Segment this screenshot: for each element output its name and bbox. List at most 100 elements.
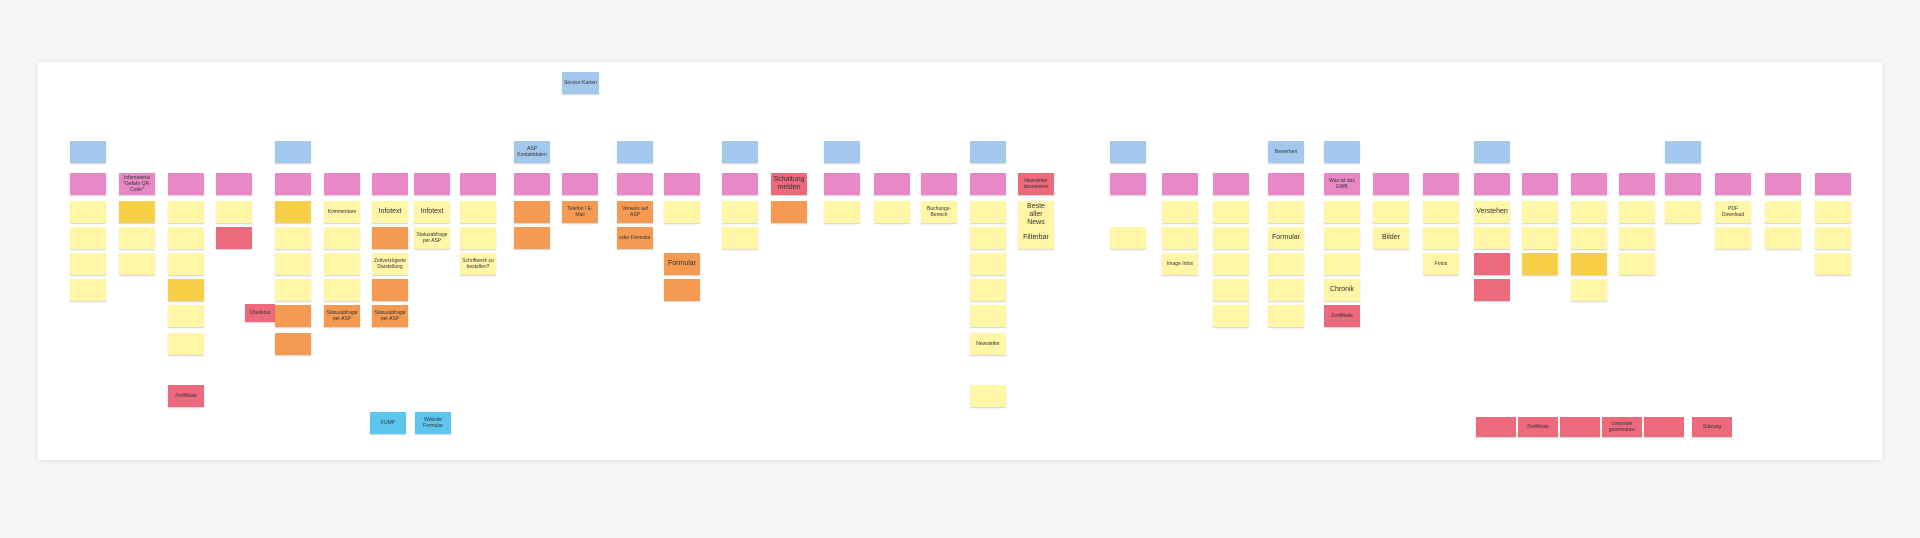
sticky-note[interactable]	[1268, 305, 1304, 327]
sticky-note[interactable]: Statusabfrage per ASP	[324, 305, 360, 327]
sticky-note[interactable]	[874, 201, 910, 223]
sticky-note[interactable]: Schriftwerk zu bestellen?	[460, 253, 496, 275]
sticky-note[interactable]	[970, 385, 1006, 407]
sticky-note[interactable]	[1213, 279, 1249, 301]
sticky-note[interactable]	[70, 201, 106, 223]
sticky-note[interactable]	[1324, 253, 1360, 275]
sticky-note[interactable]: ASP Kontaktdaten	[514, 141, 550, 163]
sticky-note[interactable]	[1522, 227, 1558, 249]
sticky-note[interactable]	[1815, 227, 1851, 249]
sticky-note[interactable]	[168, 279, 204, 301]
sticky-note[interactable]	[1522, 173, 1558, 195]
sticky-note[interactable]: Zertifikate	[168, 385, 204, 407]
sticky-note[interactable]	[514, 173, 550, 195]
sticky-note[interactable]	[1110, 173, 1146, 195]
sticky-note[interactable]	[1213, 201, 1249, 223]
sticky-note[interactable]	[460, 227, 496, 249]
sticky-note[interactable]	[664, 201, 700, 223]
sticky-note[interactable]	[1571, 253, 1607, 275]
sticky-note[interactable]: Chronik	[1324, 279, 1360, 301]
sticky-note[interactable]	[722, 173, 758, 195]
sticky-note[interactable]	[1474, 227, 1510, 249]
sticky-note[interactable]: Satzung	[1692, 417, 1732, 437]
sticky-note[interactable]	[372, 227, 408, 249]
sticky-note[interactable]	[1162, 173, 1198, 195]
sticky-note[interactable]	[1765, 227, 1801, 249]
sticky-note[interactable]: Statusabfrage per ASP	[372, 305, 408, 327]
sticky-note[interactable]	[771, 201, 807, 223]
sticky-note[interactable]: Image Infos	[1162, 253, 1198, 275]
sticky-note[interactable]	[1522, 201, 1558, 223]
sticky-note[interactable]: Statusabfrage per ASP	[414, 227, 450, 249]
sticky-note[interactable]	[119, 201, 155, 223]
sticky-note[interactable]	[1423, 201, 1459, 223]
sticky-note[interactable]	[70, 227, 106, 249]
sticky-note[interactable]	[216, 227, 252, 249]
sticky-note[interactable]	[1765, 201, 1801, 223]
sticky-note[interactable]	[275, 141, 311, 163]
sticky-note[interactable]	[168, 201, 204, 223]
sticky-note[interactable]	[70, 141, 106, 163]
sticky-note[interactable]	[970, 227, 1006, 249]
sticky-note[interactable]: Fotos	[1423, 253, 1459, 275]
sticky-note[interactable]	[1213, 227, 1249, 249]
sticky-note[interactable]	[1268, 253, 1304, 275]
sticky-note[interactable]	[1213, 173, 1249, 195]
sticky-note[interactable]	[1474, 141, 1510, 163]
sticky-note[interactable]	[1715, 227, 1751, 249]
sticky-note[interactable]: Zertifikate	[1518, 417, 1558, 437]
sticky-note[interactable]	[1815, 201, 1851, 223]
sticky-note[interactable]: PDF Download	[1715, 201, 1751, 223]
sticky-note[interactable]	[70, 279, 106, 301]
sticky-note[interactable]	[1715, 173, 1751, 195]
sticky-note[interactable]	[1765, 173, 1801, 195]
sticky-note[interactable]	[1560, 417, 1600, 437]
sticky-note[interactable]	[372, 279, 408, 301]
sticky-note[interactable]	[460, 173, 496, 195]
sticky-note[interactable]	[824, 141, 860, 163]
sticky-note[interactable]	[1268, 279, 1304, 301]
sticky-note[interactable]	[1162, 201, 1198, 223]
sticky-note[interactable]	[1474, 253, 1510, 275]
sticky-note[interactable]	[216, 201, 252, 223]
sticky-note[interactable]: Checkout	[245, 304, 275, 322]
sticky-note[interactable]: Was ist das EWB	[1324, 173, 1360, 195]
sticky-note[interactable]	[1619, 201, 1655, 223]
sticky-note[interactable]	[1619, 173, 1655, 195]
sticky-note[interactable]	[1571, 173, 1607, 195]
sticky-note[interactable]	[1522, 253, 1558, 275]
sticky-note[interactable]	[372, 173, 408, 195]
sticky-note[interactable]	[275, 333, 311, 355]
sticky-note[interactable]: Zertifikate	[1324, 305, 1360, 327]
sticky-note[interactable]	[722, 141, 758, 163]
sticky-note[interactable]	[119, 253, 155, 275]
sticky-note[interactable]	[824, 173, 860, 195]
sticky-note[interactable]	[970, 173, 1006, 195]
sticky-note[interactable]: Bilder	[1373, 227, 1409, 249]
sticky-note[interactable]	[1571, 227, 1607, 249]
sticky-note[interactable]	[970, 201, 1006, 223]
sticky-note[interactable]	[324, 253, 360, 275]
sticky-note[interactable]	[722, 201, 758, 223]
sticky-note[interactable]	[1665, 201, 1701, 223]
sticky-note[interactable]	[1815, 173, 1851, 195]
sticky-note[interactable]: Service Karten	[562, 72, 599, 94]
sticky-note[interactable]	[617, 173, 653, 195]
sticky-note[interactable]	[664, 279, 700, 301]
sticky-note[interactable]: Formular	[1268, 227, 1304, 249]
sticky-note[interactable]	[1110, 141, 1146, 163]
sticky-note[interactable]: Infotext	[372, 201, 408, 223]
sticky-note[interactable]: Newsletter	[970, 333, 1006, 355]
sticky-note[interactable]	[1324, 201, 1360, 223]
sticky-note[interactable]	[1213, 253, 1249, 275]
sticky-note[interactable]	[168, 333, 204, 355]
sticky-note[interactable]	[168, 173, 204, 195]
sticky-note[interactable]	[1110, 227, 1146, 249]
sticky-note[interactable]: Verstehen	[1474, 201, 1510, 223]
sticky-note[interactable]: Telefon / E-Mail	[562, 201, 598, 223]
sticky-note[interactable]	[970, 279, 1006, 301]
sticky-note[interactable]	[1423, 227, 1459, 249]
sticky-note[interactable]	[275, 201, 311, 223]
sticky-note[interactable]	[119, 227, 155, 249]
sticky-note[interactable]	[824, 201, 860, 223]
